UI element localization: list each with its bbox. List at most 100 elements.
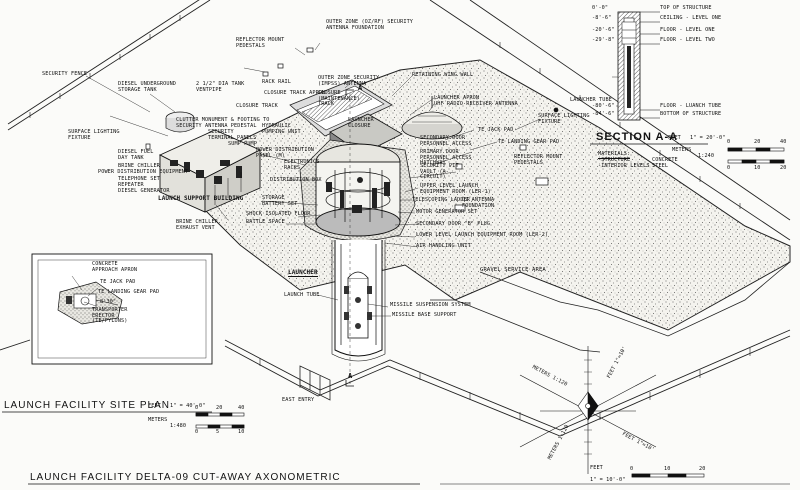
label-security-fence: SECURITY FENCE	[42, 71, 88, 77]
site-te-landing: TE LANDING GEAR PAD	[98, 289, 160, 295]
label-oz-antenna: OZ ANTENNA FOUNDATION	[462, 197, 495, 209]
site-tick-m-1: 5	[216, 429, 220, 435]
label-support-building: LAUNCH SUPPORT BUILDING	[158, 195, 244, 202]
main-ratio-ft: 1" = 10'-0"	[590, 477, 626, 483]
label-missile-base: MISSILE BASE SUPPORT	[392, 312, 457, 318]
section-marker-top: A	[358, 84, 363, 92]
label-primary-door: PRIMARY DOOR PERSONNEL ACCESS HATCHWAY	[420, 149, 472, 167]
label-brine-exhaust: BRINE CHILLER EXHAUST VENT	[176, 219, 218, 231]
section-cut-markers	[345, 89, 354, 387]
launcher-structure	[299, 139, 416, 242]
label-power-dist-equip: POWER DISTRIBUTION EQUIPMENT	[98, 169, 189, 175]
material-2-value: STEEL	[652, 163, 669, 169]
site-te-jack: TE JACK PAD	[100, 279, 136, 285]
label-launch-tube: LAUNCH TUBE	[284, 292, 320, 298]
material-1-label: -STRUCTURE	[598, 157, 631, 163]
elev-3-value: -29'-8"	[592, 37, 615, 43]
label-retaining-wall: RETAINING WING WALL	[412, 72, 474, 78]
title-rules	[2, 411, 790, 485]
site-ratio-m: 1:480	[170, 423, 187, 429]
elev-1-text: CEILING - LEVEL ONE	[660, 15, 722, 21]
material-2-label: -INTERIOR LEVELS	[598, 163, 650, 169]
label-missile-suspension: MISSILE SUSPENSION SYSTEM	[390, 302, 471, 308]
label-outer-zone-antenna: OUTER ZONE (OZ/RF) SECURITY ANTENNA FOUN…	[326, 19, 414, 31]
security-fence	[0, 0, 791, 437]
label-telescoping-ladder: TELESCOPING LADDER	[412, 197, 471, 203]
site-concrete-apron: CONCRETE APPROACH APRON	[92, 261, 138, 273]
site-dim: 8'30"	[100, 299, 117, 305]
label-closure-track: CLOSURE TRACK	[236, 103, 278, 109]
label-sump-pump: SUMP PUMP	[228, 141, 258, 147]
label-lower-ler: LOWER LEVEL LAUNCH EQUIPMENT ROOM (LER-2…	[416, 232, 549, 238]
label-te-jack-pad: TE JACK PAD	[478, 127, 514, 133]
main-title: LAUNCH FACILITY DELTA-09 CUT-AWAY AXONOM…	[30, 472, 341, 483]
compass-rose	[519, 346, 657, 474]
label-reflector-mount: REFLECTOR MOUNT PEDESTALS	[236, 37, 285, 49]
uhf-antenna	[401, 96, 463, 140]
elev-3-text: FLOOR - LEVEL TWO	[660, 37, 715, 43]
label-shock-floor: SHOCK ISOLATED FLOOR	[246, 211, 311, 217]
site-tick-m-2: 10	[238, 429, 245, 435]
main-tick-2: 20	[699, 466, 706, 472]
material-1-value: CONCRETE	[652, 157, 678, 163]
label-rattle-space: RATTLE SPACE	[246, 219, 285, 225]
label-gravel: GRAVEL SERVICE AREA	[480, 267, 546, 273]
section-meters: METERS	[672, 147, 692, 153]
label-launcher-closure: LAUNCHER CLOSURE	[348, 117, 374, 129]
label-diesel-generator: DIESEL GENERATOR	[118, 188, 170, 194]
label-electronics-racks: ELECTRONICS RACKS	[284, 159, 320, 171]
label-te-landing-gear: TE LANDING GEAR PAD	[498, 139, 560, 145]
section-tick-ft-0: 0	[727, 139, 731, 145]
label-telephone-set: TELEPHONE SET REPEATER	[118, 176, 160, 188]
section-title: SECTION A-A	[596, 131, 679, 143]
label-air-handling: AIR HANDLING UNIT	[416, 243, 471, 249]
site-feet: FEET	[148, 403, 161, 409]
section-ratio-ft: 1" = 20'-0"	[690, 135, 726, 141]
section-tick-ft-1: 20	[754, 139, 761, 145]
site-plan-inset	[31, 253, 213, 365]
elev-1-value: -8'-6"	[592, 15, 612, 21]
elev-0-text: TOP OF STRUCTURE	[660, 5, 712, 11]
section-tick-m-0: 0	[727, 165, 731, 171]
label-diesel-fuel: DIESEL FUEL DAY TANK	[118, 149, 154, 161]
label-secondary-door-plug: SECONDARY DOOR "B" PLUG	[416, 221, 491, 227]
label-brine-chiller: BRINE CHILLER	[118, 163, 160, 169]
label-clutter-monument: CLUTTER MONUMENT & FOOTING TO SECURITY A…	[176, 117, 270, 129]
section-tick-ft-2: 40	[780, 139, 787, 145]
site-tick-ft-0: 0	[195, 405, 199, 411]
elev-4-value: -80'-6"	[592, 103, 615, 109]
label-reflector-right: REFLECTOR MOUNT PEDESTALS	[514, 154, 563, 166]
main-feet: FEET	[590, 465, 603, 471]
launch-tube	[331, 240, 386, 362]
label-launcher-apron: LAUNCHER APRON	[434, 95, 480, 101]
site-tick-m-0: 0	[195, 429, 199, 435]
main-tick-1: 10	[664, 466, 671, 472]
label-upper-ler: UPPER LEVEL LAUNCH EQUIPMENT ROOM (LER-1…	[420, 183, 491, 195]
label-hydraulic-pumping: HYDRAULIC PUMPING UNIT	[262, 123, 301, 135]
elev-5-value: -84'-6"	[592, 111, 615, 117]
label-vent-pipe: 2 1/2" DIA TANK VENTPIPE	[196, 81, 245, 93]
label-secondary-door: SECONDARY DOOR PERSONNEL ACCESS	[420, 135, 472, 147]
elev-4-text: FLOOR - LUANCH TUBE	[660, 103, 722, 109]
label-security-pit: SECURITY PIT VAULT (A-CIRCUIT)	[420, 163, 459, 181]
materials-heading: MATERIALS:	[598, 151, 631, 159]
label-surface-lighting-l: SURFACE LIGHTING FIXTURE	[68, 129, 120, 141]
closure-track	[289, 79, 393, 137]
label-closure-track-maint: CLOSURE (MAINTENANCE) TRACK	[318, 90, 360, 108]
section-a-a-drawing	[590, 11, 708, 145]
section-tick-m-1: 10	[754, 165, 761, 171]
label-launcher: LAUNCHER	[288, 269, 318, 277]
site-markers	[145, 47, 559, 212]
site-ratio-ft: 1" = 40'-0"	[170, 403, 206, 409]
label-surface-lighting-r: SURFACE LIGHTING FIXTURE	[538, 113, 590, 125]
site-plan-title: LAUNCH FACILITY SITE PLAN	[4, 400, 170, 411]
diesel-storage-tank	[165, 111, 195, 133]
section-tick-m-2: 20	[780, 165, 787, 171]
section-feet: FEET	[668, 135, 681, 141]
launcher-tube-label: LAUNCHER TUBE	[570, 97, 612, 103]
label-east-entry: EAST ENTRY	[282, 397, 315, 403]
label-rack-rail: RACK RAIL	[262, 79, 292, 85]
section-ratio-m: 1:240	[698, 153, 715, 159]
launch-support-building	[158, 129, 262, 213]
